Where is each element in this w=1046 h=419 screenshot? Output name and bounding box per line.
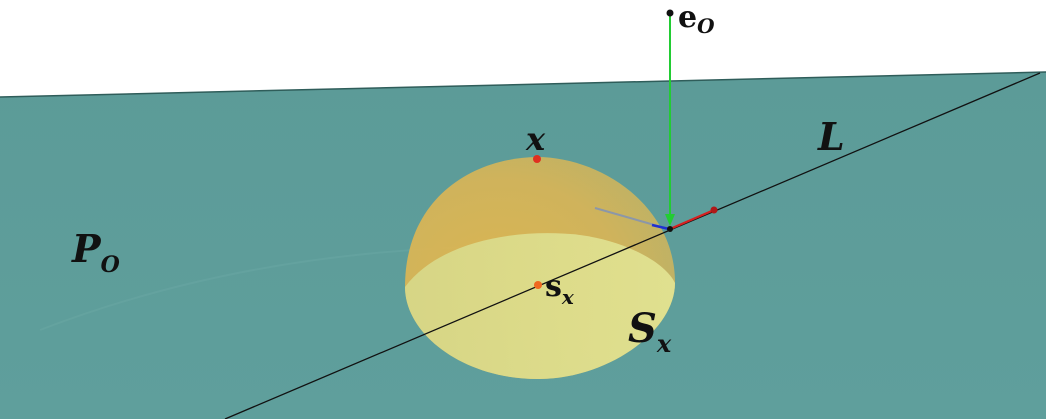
vector-blue xyxy=(651,223,670,231)
point-eo xyxy=(666,9,674,17)
label-x: x xyxy=(525,120,546,158)
vector-green-head xyxy=(665,214,675,226)
point-x xyxy=(533,155,541,163)
point-origin xyxy=(667,226,673,232)
label-l: L xyxy=(817,114,845,159)
label-sx-hemisphere: Sx xyxy=(628,305,672,358)
vector-red xyxy=(669,208,715,231)
point-red-on-l xyxy=(710,206,718,214)
label-sx: sx xyxy=(545,269,575,309)
line-l xyxy=(224,72,1041,419)
label-eo: eO xyxy=(678,0,715,38)
plane-edge xyxy=(0,71,1046,98)
hemisphere-base-disk xyxy=(405,233,675,380)
label-po: PO xyxy=(71,226,120,278)
point-sx xyxy=(534,281,542,289)
